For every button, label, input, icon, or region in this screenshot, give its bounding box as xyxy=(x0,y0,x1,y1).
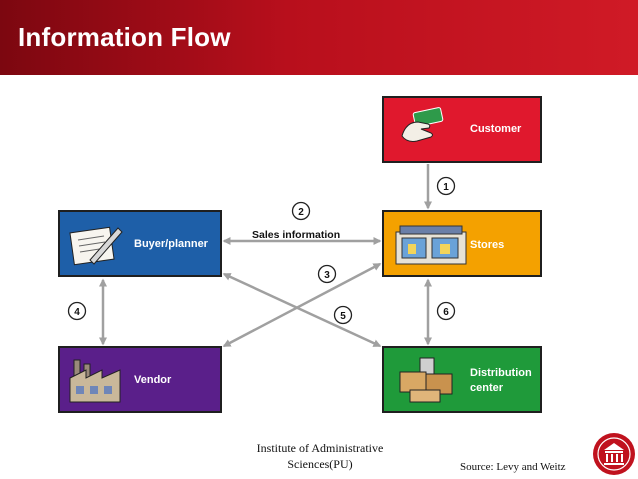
step-marker-2: 2 xyxy=(291,201,311,221)
arrow-3-vendor-stores xyxy=(222,262,382,348)
sales-information-label: Sales information xyxy=(252,229,340,241)
stores-box: Stores xyxy=(382,210,542,277)
boxes-icon xyxy=(399,357,453,403)
slide-header: Information Flow xyxy=(0,0,638,75)
step-number-3: 3 xyxy=(324,270,330,281)
factory-icon xyxy=(69,359,121,403)
pen-writing-icon xyxy=(69,226,123,266)
university-seal-icon xyxy=(593,433,635,475)
buyer-planner-box: Buyer/planner xyxy=(58,210,222,277)
step-marker-5: 5 xyxy=(333,305,353,325)
buyer-planner-label: Buyer/planner xyxy=(134,238,208,250)
institute-line-2: Sciences(PU) xyxy=(287,457,353,471)
institute-line-1: Institute of Administrative xyxy=(256,441,384,455)
stores-label: Stores xyxy=(470,239,505,251)
source-citation: Source: Levy and Weitz xyxy=(460,461,566,473)
customer-label: Customer xyxy=(470,123,522,135)
step-number-4: 4 xyxy=(74,307,80,318)
storefront-icon xyxy=(395,225,467,265)
step-number-5: 5 xyxy=(340,311,346,322)
step-marker-1: 1 xyxy=(436,176,456,196)
slide-title: Information Flow xyxy=(18,22,231,52)
step-number-6: 6 xyxy=(443,307,449,318)
hand-card-icon xyxy=(401,107,444,142)
institute-name: Institute of Administrative Sciences(PU) xyxy=(240,440,400,472)
step-marker-4: 4 xyxy=(67,301,87,321)
distribution-center-box: Distribution center xyxy=(382,346,542,413)
step-number-2: 2 xyxy=(298,207,304,218)
step-marker-6: 6 xyxy=(436,301,456,321)
step-number-1: 1 xyxy=(443,182,449,193)
distribution-center-label-line2: center xyxy=(470,382,504,394)
step-marker-3: 3 xyxy=(317,264,337,284)
vendor-box: Vendor xyxy=(58,346,222,413)
arrow-5-buyer-distribution xyxy=(222,272,382,348)
customer-box: Customer xyxy=(382,96,542,163)
distribution-center-label-line1: Distribution xyxy=(470,367,532,379)
vendor-label: Vendor xyxy=(134,374,172,386)
